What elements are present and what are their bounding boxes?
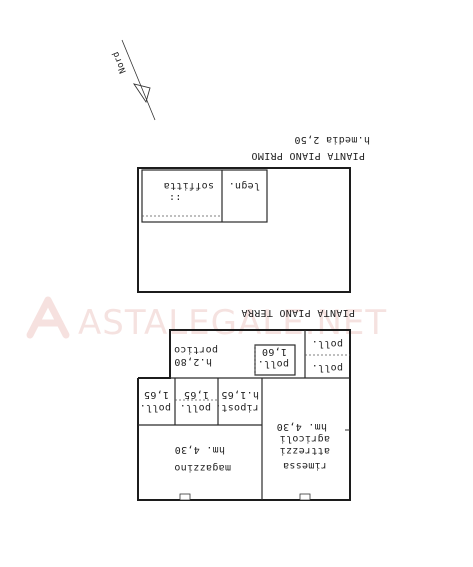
soffitta-mark: :: bbox=[169, 192, 182, 203]
center-poll-name: poll. bbox=[257, 358, 289, 369]
magazzino-name: magazzino bbox=[174, 462, 231, 473]
legnaia-label: legn. bbox=[228, 180, 260, 191]
watermark: ASTALEGALE.NET bbox=[26, 296, 387, 343]
first-floor-room-block bbox=[141, 169, 268, 223]
first-floor-plan: h.media 2,50 PIANTA PIANO PRIMO soffitta… bbox=[137, 134, 370, 293]
left-poll-name: poll. bbox=[139, 402, 171, 413]
magazzino-height: hm. 4,30 bbox=[174, 444, 225, 455]
center-poll-box bbox=[254, 344, 296, 376]
portico-name: portico bbox=[174, 344, 218, 355]
ground-floor-plan: PIANTA PIANO TERRA portico h.2,80 bbox=[137, 307, 355, 501]
mid-poll-name: poll. bbox=[179, 402, 211, 413]
center-poll-height: 1,60 bbox=[262, 346, 287, 357]
right-poll-bottom: poll. bbox=[311, 362, 343, 373]
soffitta-label: soffitta bbox=[163, 180, 214, 191]
left-poll-height: 1,65 bbox=[144, 389, 169, 400]
rimessa-name: rimessa bbox=[283, 460, 327, 471]
watermark-text: ASTALEGALE.NET bbox=[78, 303, 387, 343]
door-opening-magazzino bbox=[179, 493, 191, 501]
right-poll-top: poll. bbox=[311, 338, 343, 349]
first-floor-height-note: h.media 2,50 bbox=[294, 134, 370, 145]
ground-floor-outline bbox=[137, 329, 351, 501]
first-floor-outline bbox=[137, 167, 351, 293]
north-arrow-line bbox=[121, 39, 156, 121]
ripost-name: ripost. bbox=[215, 402, 259, 413]
ground-floor-title: PIANTA PIANO TERRA bbox=[241, 307, 355, 318]
mid-poll-height: 1,65 bbox=[184, 389, 209, 400]
rimessa-line3: agricoli bbox=[279, 433, 330, 444]
rimessa-line2: attrezzi bbox=[279, 445, 330, 456]
portico-height: h.2,80 bbox=[174, 356, 212, 367]
north-arrow: Nord bbox=[111, 39, 156, 121]
rimessa-height: hm. 4,30 bbox=[276, 421, 327, 432]
door-opening-rimessa bbox=[299, 493, 311, 501]
north-arrow-head-icon bbox=[132, 83, 151, 104]
north-label: Nord bbox=[111, 50, 129, 75]
first-floor-title: PIANTA PIANO PRIMO bbox=[251, 150, 365, 161]
watermark-logo-icon bbox=[26, 296, 70, 339]
ripost-height: h.1,65 bbox=[221, 389, 259, 400]
